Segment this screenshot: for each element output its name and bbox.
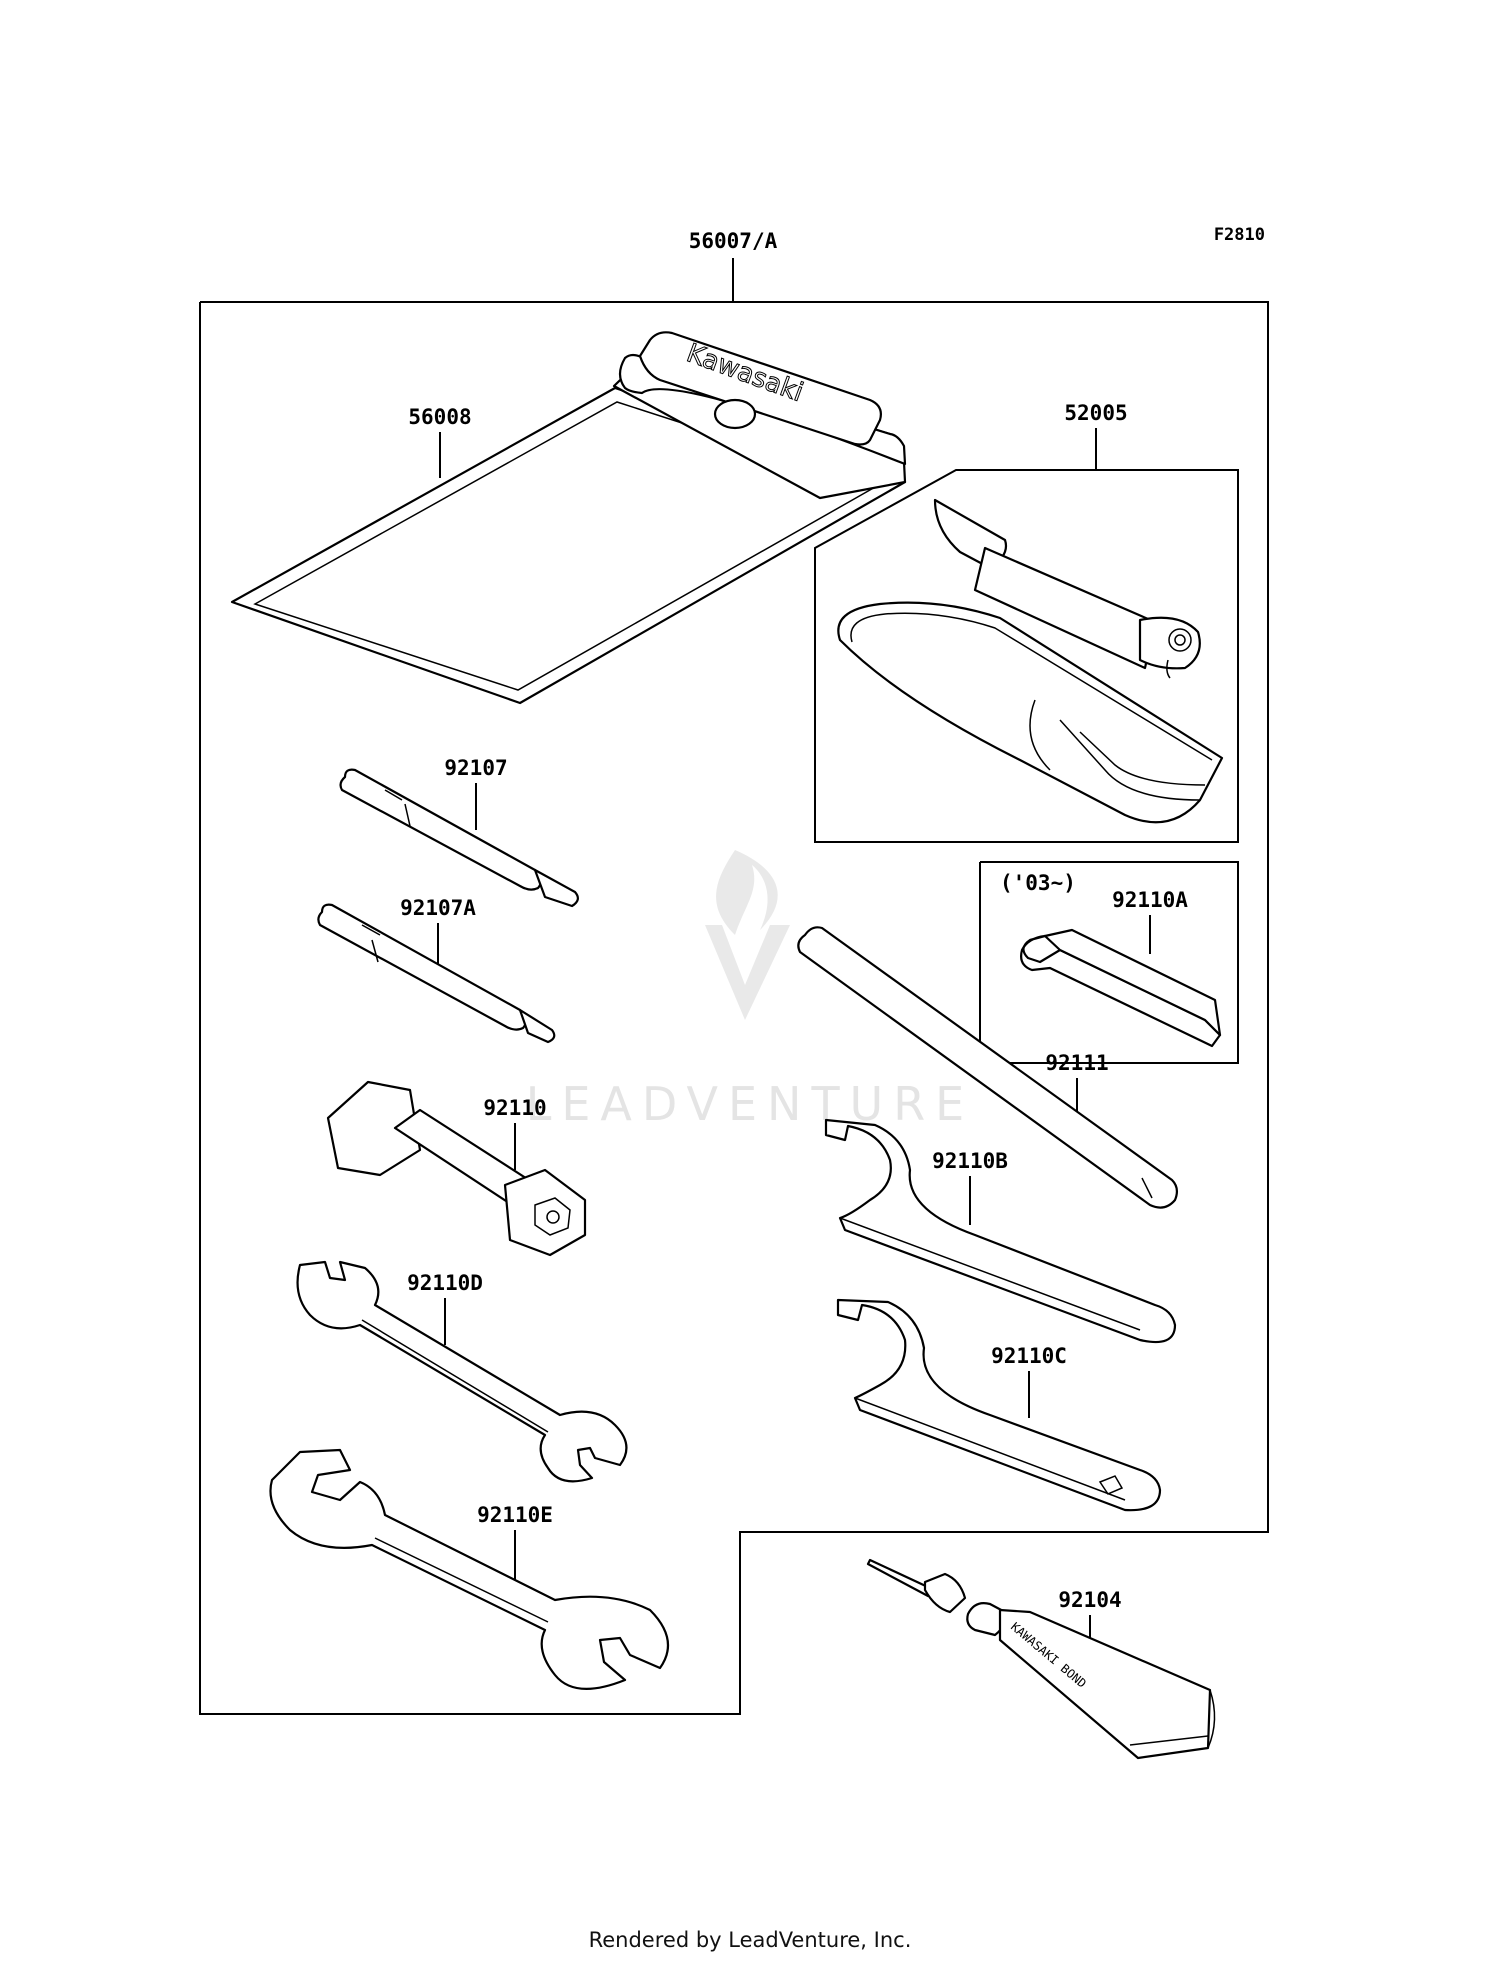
label-hook-wrench-b[interactable]: 92110B	[932, 1149, 1008, 1173]
assembly-label: 56007/A	[689, 229, 778, 253]
hex-key-part[interactable]	[1020, 928, 1222, 1048]
label-open-wrench-d[interactable]: 92110D	[407, 1271, 483, 1295]
bond-tube-part[interactable]: KAWASAKI BOND	[866, 1558, 1216, 1760]
open-wrench-e-part[interactable]	[269, 1448, 670, 1690]
label-plug-wrench[interactable]: 92110	[483, 1096, 546, 1120]
watermark-text: LEADVENTURE	[526, 1077, 975, 1131]
year-note: ('03~)	[1000, 871, 1076, 895]
label-pump-kit[interactable]: 52005	[1064, 401, 1127, 425]
label-screwdriver[interactable]: 92107	[444, 756, 507, 780]
tool-pouch-part[interactable]: Kawasaki	[230, 331, 907, 705]
footer-credit: Rendered by LeadVenture, Inc.	[588, 1928, 912, 1952]
label-bar[interactable]: 92111	[1045, 1051, 1108, 1075]
hook-wrench-c-part[interactable]	[836, 1298, 1162, 1512]
label-hook-wrench-c[interactable]: 92110C	[991, 1344, 1067, 1368]
pump-kit-part[interactable]	[837, 498, 1224, 824]
label-bond[interactable]: 92104	[1058, 1588, 1121, 1612]
hook-wrench-b-part[interactable]	[824, 1118, 1177, 1344]
bar-part[interactable]	[797, 926, 1179, 1209]
label-hex-key[interactable]: 92110A	[1112, 888, 1188, 912]
plug-wrench-part[interactable]	[326, 1080, 587, 1257]
label-pouch[interactable]: 56008	[408, 405, 471, 429]
label-open-wrench-e[interactable]: 92110E	[477, 1503, 553, 1527]
screwdriver-a-part[interactable]	[317, 903, 556, 1044]
assembly-outline	[199, 301, 1269, 1715]
hex-key-outline	[979, 861, 1239, 1064]
screwdriver-part[interactable]	[339, 768, 579, 908]
pump-kit-outline	[814, 469, 1239, 843]
label-screwdriver-a[interactable]: 92107A	[400, 896, 476, 920]
open-wrench-d-part[interactable]	[296, 1260, 628, 1483]
figure-code: F2810	[1214, 225, 1265, 245]
leadventure-watermark: LEADVENTURE	[526, 850, 975, 1131]
